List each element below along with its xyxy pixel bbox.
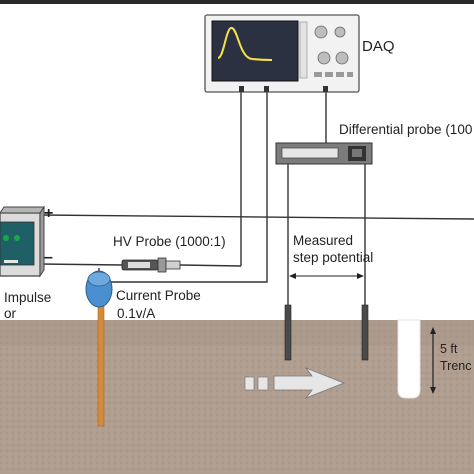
measured-label: Measured (293, 233, 353, 248)
hv-probe-label: HV Probe (1000:1) (113, 234, 226, 249)
differential-probe-label: Differential probe (100 (339, 122, 472, 137)
plus-terminal-label: + (44, 205, 53, 222)
impulse-label: Impulse (4, 290, 51, 305)
depth-label: 5 ft (440, 342, 458, 356)
daq-oscilloscope (204, 14, 360, 93)
differential-probe-box (275, 142, 373, 165)
waveform (217, 26, 273, 61)
step-electrodes (284, 304, 369, 361)
ground (0, 319, 474, 474)
frame-top (0, 0, 474, 4)
daq-label: DAQ (362, 38, 395, 55)
current-probe-clamp (85, 270, 113, 427)
current-probe-label: Current Probe (116, 288, 201, 303)
current-probe-ratio-label: 0.1v/A (117, 306, 155, 321)
generator-label: or (4, 306, 17, 321)
trench-label: Trenc (440, 359, 472, 373)
current-direction-arrow (244, 367, 346, 399)
ground-rod (97, 299, 105, 427)
minus-terminal-label: – (44, 249, 53, 266)
hv-probe (121, 257, 181, 273)
daq-screen (211, 20, 299, 82)
step-potential-dimension (289, 273, 364, 279)
trench (397, 319, 421, 399)
impulse-generator (0, 205, 45, 278)
step-potential-label: step potential (293, 250, 373, 265)
